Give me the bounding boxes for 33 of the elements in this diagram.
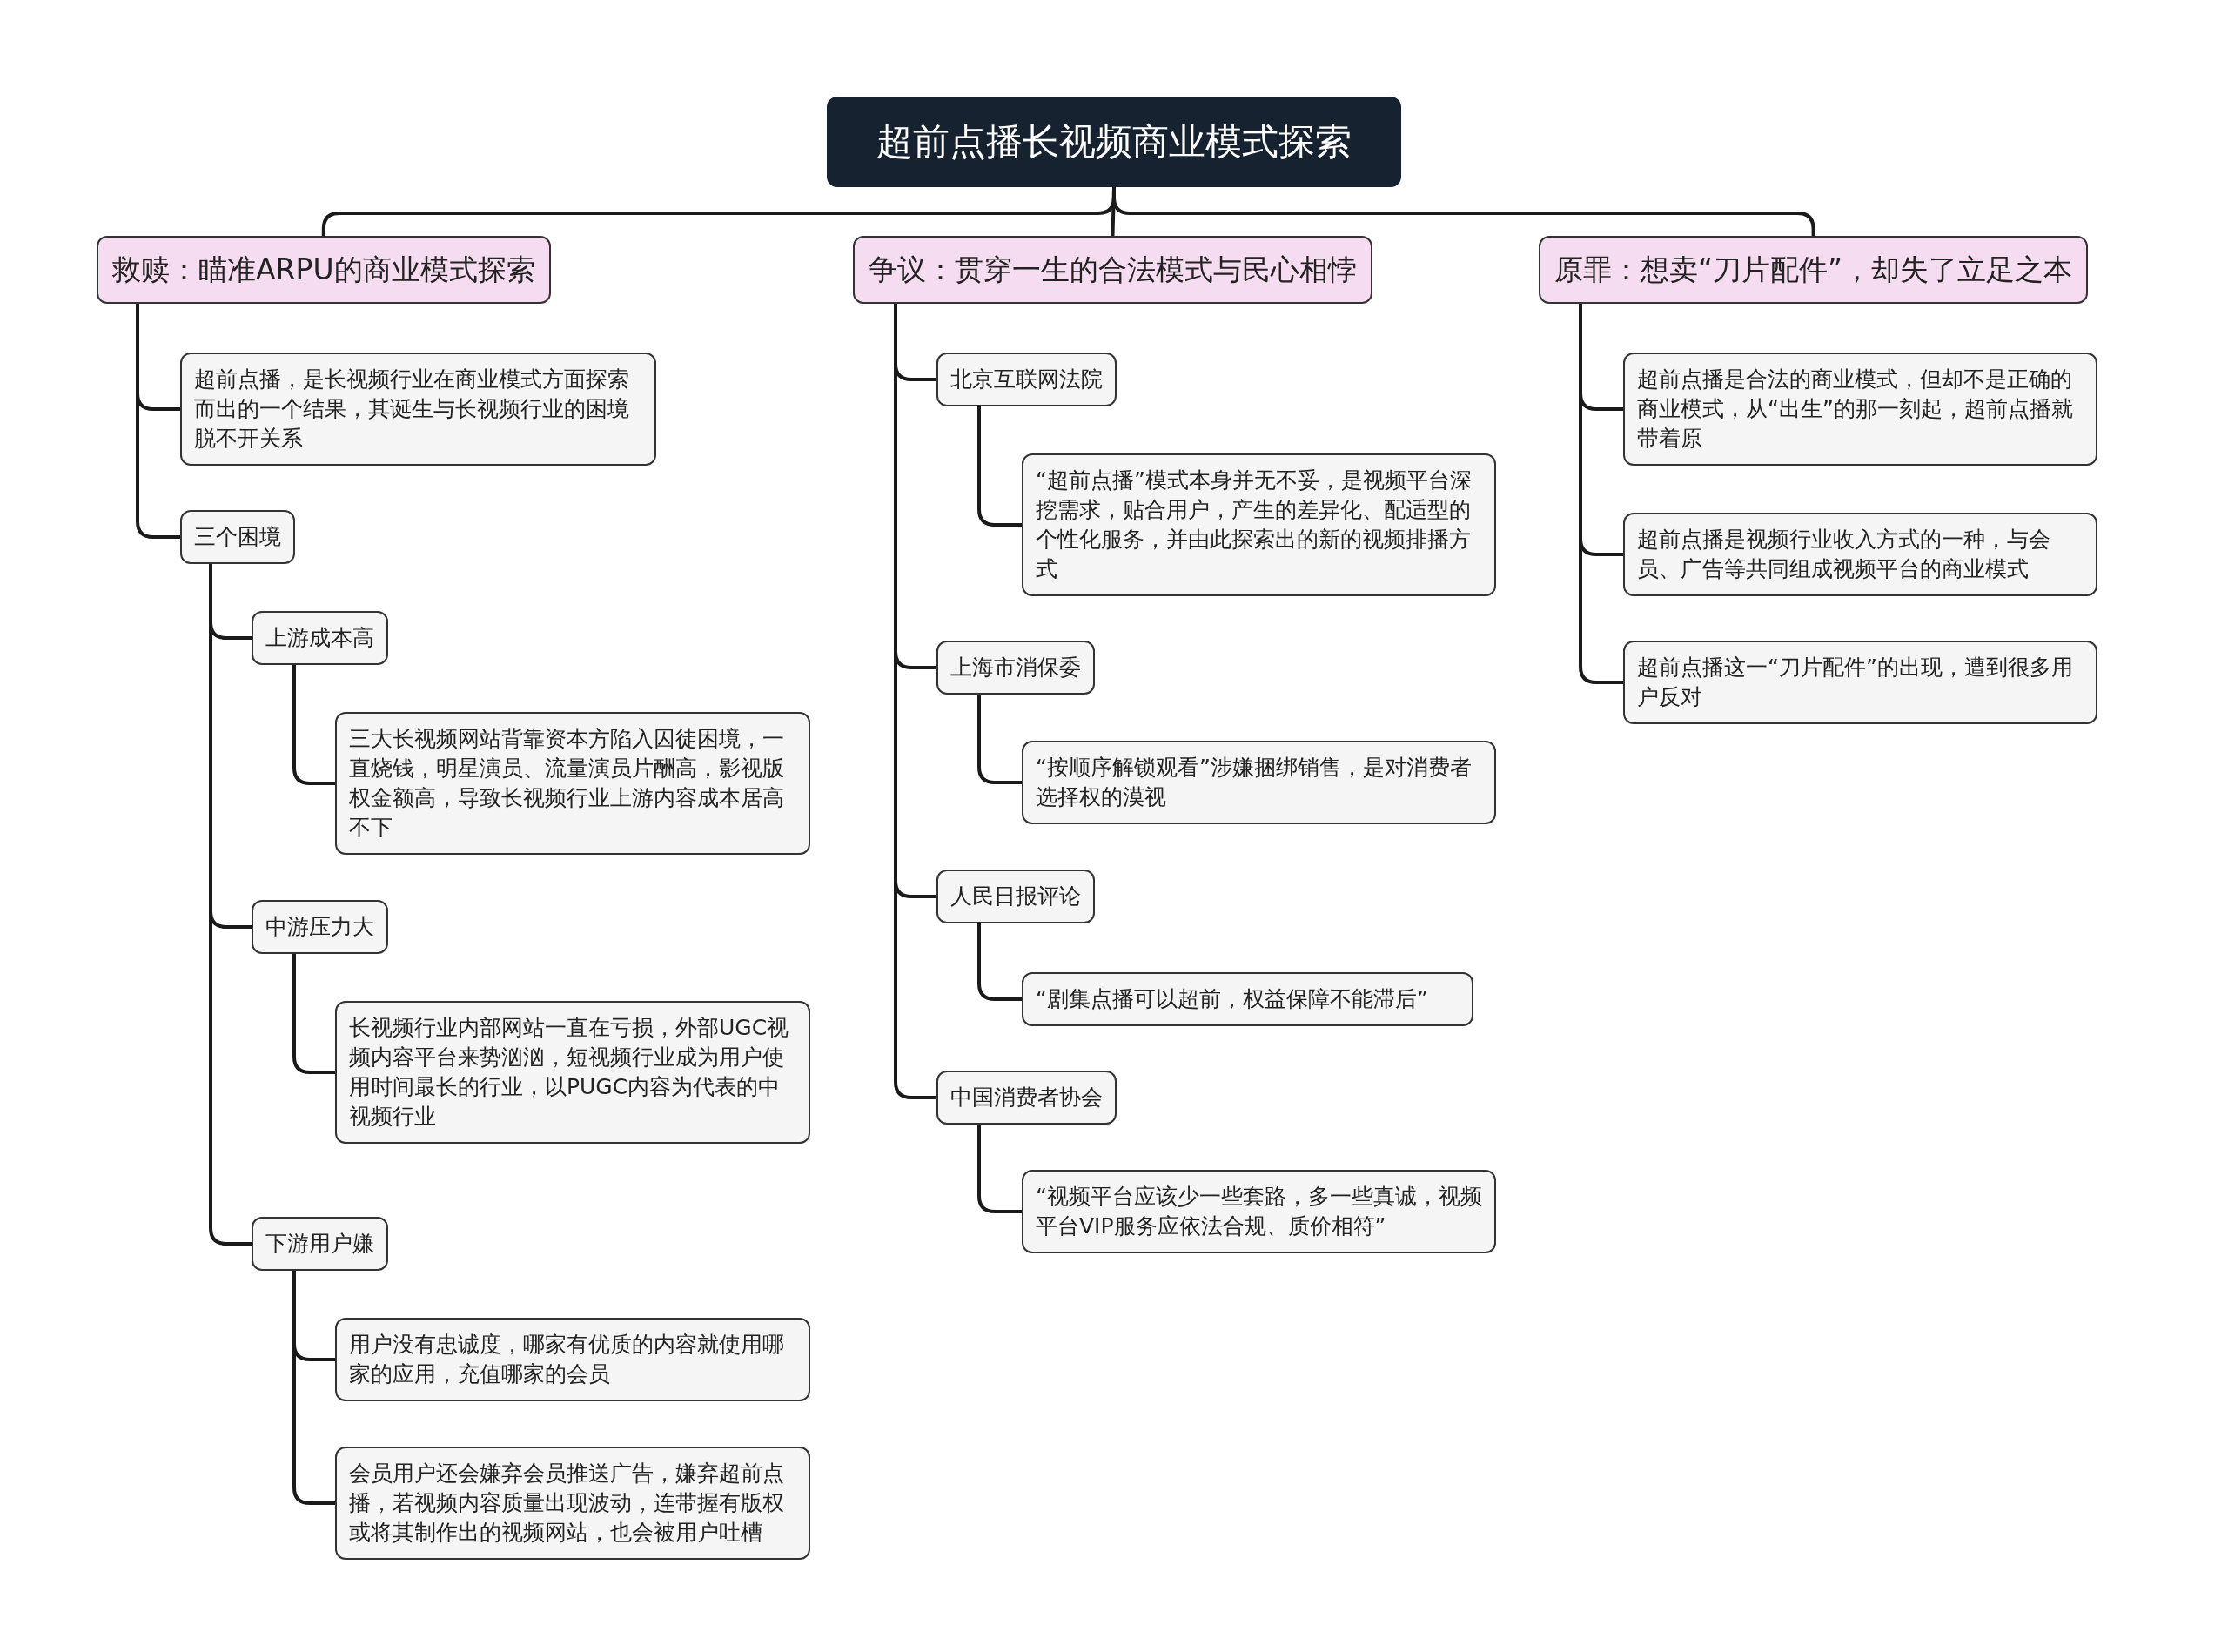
connector-line (136, 304, 180, 539)
connector-line (292, 665, 335, 785)
subtopic-box: 中游压力大 (252, 900, 388, 954)
subtopic-box: 超前点播是合法的商业模式，但却不是正确的商业模式，从“出生”的那一刻起，超前点播就带着原 (1623, 353, 2097, 466)
subtopic-box: 三大长视频网站背靠资本方陷入囚徒困境，一直烧钱，明星演员、流量演员片酬高，影视版权金额高，导致长视频行业上游内容成本居高不下 (335, 712, 810, 855)
subtopic-box: 上海市消保委 (936, 641, 1095, 695)
subtopic-box: 会员用户还会嫌弃会员推送广告，嫌弃超前点播，若视频内容质量出现波动，连带握有版权或将其制作出的视频网站，也会被用户吐槽 (335, 1447, 810, 1560)
subtopic-box: 三个困境 (180, 510, 295, 564)
root-topic-box: 超前点播长视频商业模式探索 (827, 97, 1401, 187)
subtopic-box: “视频平台应该少一些套路，多一些真诚，视频平台VIP服务应依法合规、质价相符” (1022, 1170, 1496, 1253)
connector-line (977, 406, 1022, 527)
branch-topic-box: 争议：贯穿一生的合法模式与民心相悖 (853, 236, 1372, 304)
subtopic-box: 人民日报评论 (936, 870, 1095, 923)
subtopic-box: 用户没有忠诚度，哪家有优质的内容就使用哪家的应用，充值哪家的会员 (335, 1318, 810, 1401)
subtopic-box: 中国消费者协会 (936, 1071, 1117, 1125)
subtopic-box: 上游成本高 (252, 611, 388, 665)
subtopic-box: “按顺序解锁观看”涉嫌捆绑销售，是对消费者选择权的漠视 (1022, 741, 1496, 824)
connector-line (977, 1125, 1022, 1213)
connector-line (292, 954, 335, 1074)
subtopic-box: 北京互联网法院 (936, 353, 1117, 406)
connector-line (1579, 304, 1623, 684)
subtopic-box: 长视频行业内部网站一直在亏损，外部UGC视频内容平台来势汹汹，短视频行业成为用户使用时间最长的行业，以PUGC内容为代表的中视频行业 (335, 1001, 810, 1144)
subtopic-box: 下游用户嫌 (252, 1217, 388, 1271)
connector-line (292, 1271, 335, 1505)
subtopic-box: 超前点播，是长视频行业在商业模式方面探索而出的一个结果，其诞生与长视频行业的困境脱不开关系 (180, 353, 656, 466)
subtopic-box: “超前点播”模式本身并无不妥，是视频平台深挖需求，贴合用户，产生的差异化、配适型的个性化服务，并由此探索出的新的视频排播方式 (1022, 453, 1496, 596)
subtopic-box: “剧集点播可以超前，权益保障不能滞后” (1022, 972, 1473, 1026)
subtopic-box: 超前点播这一“刀片配件”的出现，遭到很多用户反对 (1623, 641, 2097, 724)
connector-line (977, 695, 1022, 784)
connector-line (977, 923, 1022, 1001)
branch-topic-box: 原罪：想卖“刀片配件”，却失了立足之本 (1539, 236, 2089, 304)
branch-topic-box: 救赎：瞄准ARPU的商业模式探索 (97, 236, 551, 304)
subtopic-box: 超前点播是视频行业收入方式的一种，与会员、广告等共同组成视频平台的商业模式 (1623, 513, 2097, 596)
